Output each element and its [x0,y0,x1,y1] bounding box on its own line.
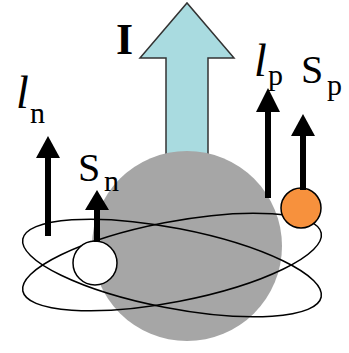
nucleus-core [92,151,282,341]
orbital-symbol: l [16,70,29,116]
arrow-head [256,88,280,112]
subscript: p [327,70,342,100]
neutron [73,241,117,285]
spin-symbol: S [78,148,100,188]
orbital-momentum-arrow [265,108,271,198]
orbit [15,200,329,337]
spin-arrow [94,206,100,242]
orbital-symbol: l [254,38,267,84]
subscript: n [30,98,45,128]
spin-symbol: S [301,50,323,90]
spin-arrow [300,132,306,190]
subscript: p [268,60,283,90]
proton [281,188,321,228]
subscript: n [104,166,119,196]
arrow-head [291,114,315,136]
orbital-momentum-arrow [45,152,51,236]
total-spin-label: I [116,18,133,62]
arrow-head [36,136,60,158]
